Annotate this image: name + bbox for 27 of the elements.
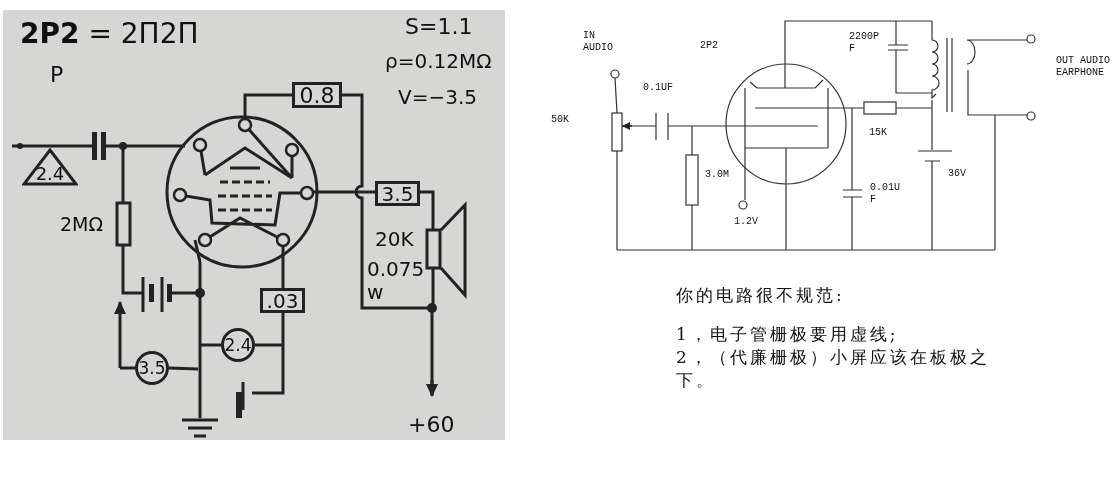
tube-label: 2P2 [700,40,718,52]
value-label: 2MΩ [60,214,103,236]
terminal-label: IN AUDIO [583,30,614,53]
parameter-label: V=−3.5 [398,86,477,109]
value-box: .03 [260,288,305,313]
parameter-label: ρ=0.12MΩ [385,50,492,73]
value-label: 3.0M [705,169,729,181]
value-label: 15K [869,127,887,139]
value-label: 36V [948,168,966,180]
parameter-label: S=1.1 [405,14,473,40]
value-label: 1.2V [734,216,758,228]
value-label: 20K [375,228,414,251]
comment-text: 你的电路很不规范: [676,284,846,307]
comment-text: 1，电子管栅极要用虚线; [676,323,900,346]
value-label: P [50,62,64,88]
value-label: 2200P F [849,31,880,54]
comment-text: 2，（代廉栅极）小屏应该在板极之下。 [676,346,991,392]
terminal-label: OUT AUDIO EARPHONE [1056,55,1111,78]
value-triangle: 2.4 [22,148,78,186]
value-label: +60 [408,412,455,438]
value-label: 50K [551,114,569,126]
value-label: 0.1UF [643,82,673,94]
value-label: 0.075 w [367,258,426,304]
value-box: 3.5 [375,181,420,206]
value-box: 0.8 [292,82,342,108]
title-label: 2P2 = 2П2П [20,18,199,51]
value-label: 0.01U F [870,182,901,205]
